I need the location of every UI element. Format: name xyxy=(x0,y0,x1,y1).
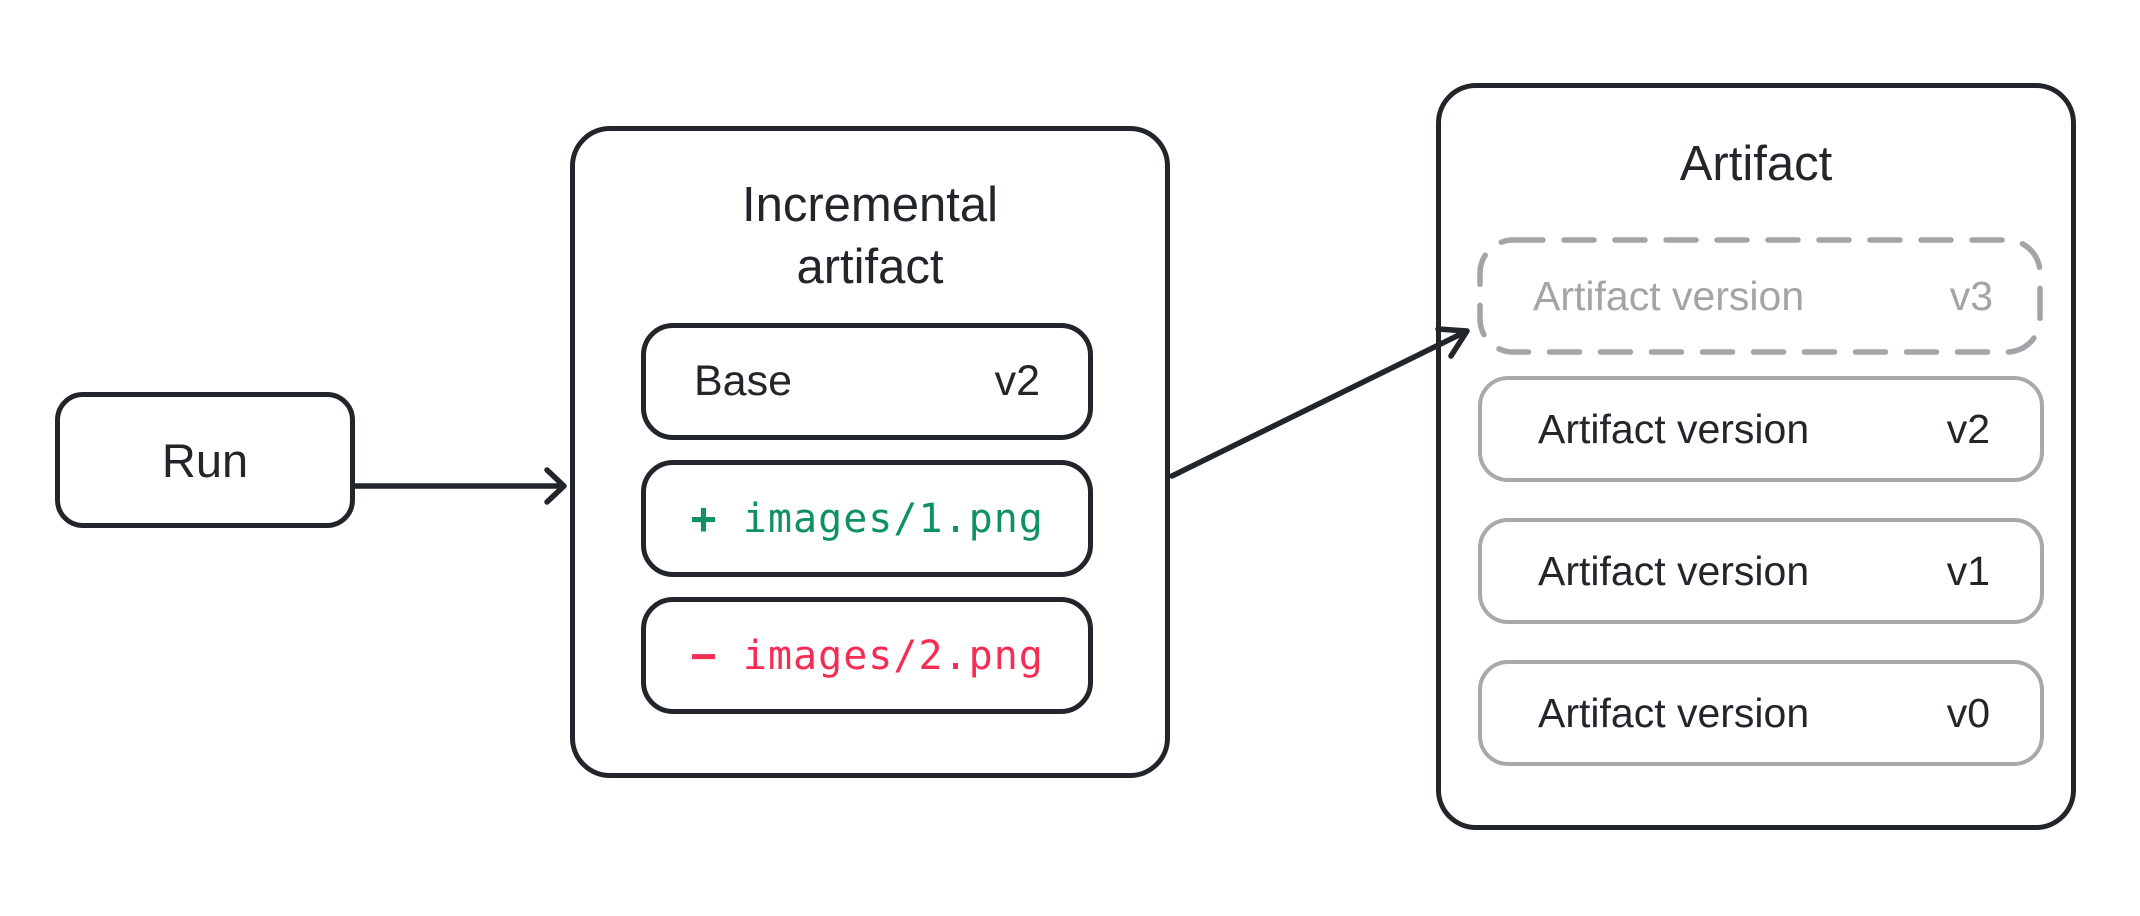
removed-file-path: images/2.png xyxy=(742,632,1044,679)
arrow-incremental-to-artifact xyxy=(1169,326,1470,479)
minus-icon: − xyxy=(690,629,717,682)
artifact-title-text: Artifact xyxy=(1679,137,1833,191)
artifact-version-label: Artifact version xyxy=(1538,547,1810,594)
artifact-title: Artifact xyxy=(1441,134,2071,196)
artifact-version-row-v0: Artifact version v0 xyxy=(1478,660,2044,766)
incremental-artifact-title-text: Incremental artifact xyxy=(741,178,998,294)
artifact-version-row-v3-pending: Artifact version v3 xyxy=(1477,237,2043,355)
run-node: Run xyxy=(55,392,355,528)
artifact-version-row-v1: Artifact version v1 xyxy=(1478,518,2044,624)
plus-icon: + xyxy=(690,492,717,545)
arrow-run-to-incremental xyxy=(352,467,567,505)
artifact-version-number: v3 xyxy=(1949,272,1993,319)
artifact-version-row-v2: Artifact version v2 xyxy=(1478,376,2044,482)
dashed-border xyxy=(1477,237,2043,355)
added-file-row: + images/1.png xyxy=(641,460,1093,577)
incremental-artifact-node: Incremental artifact Base v2 + images/1.… xyxy=(570,126,1170,778)
artifact-version-label: Artifact version xyxy=(1538,405,1810,452)
base-label: Base xyxy=(694,357,793,405)
run-label: Run xyxy=(161,433,249,487)
artifact-version-label: Artifact version xyxy=(1533,272,1805,319)
artifact-version-number: v2 xyxy=(1946,405,1990,452)
incremental-artifact-title: Incremental artifact xyxy=(575,175,1165,298)
artifact-node: Artifact Artifact version v3 Artifact ve… xyxy=(1436,83,2076,830)
base-version: v2 xyxy=(994,357,1040,405)
artifact-version-number: v1 xyxy=(1946,547,1990,594)
added-file-path: images/1.png xyxy=(742,495,1044,542)
artifact-version-number: v0 xyxy=(1946,689,1990,736)
artifact-version-label: Artifact version xyxy=(1538,689,1810,736)
base-version-row: Base v2 xyxy=(641,323,1093,440)
removed-file-row: − images/2.png xyxy=(641,597,1093,714)
